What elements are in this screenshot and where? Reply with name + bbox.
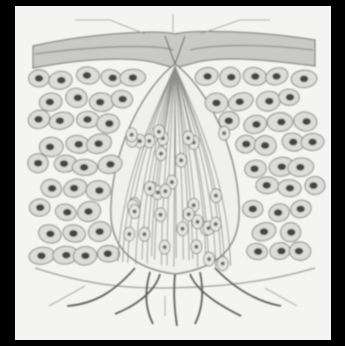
taste-bud-illustration bbox=[15, 6, 331, 340]
nerve-fibers bbox=[67, 268, 281, 326]
illustration-plate bbox=[15, 6, 331, 340]
